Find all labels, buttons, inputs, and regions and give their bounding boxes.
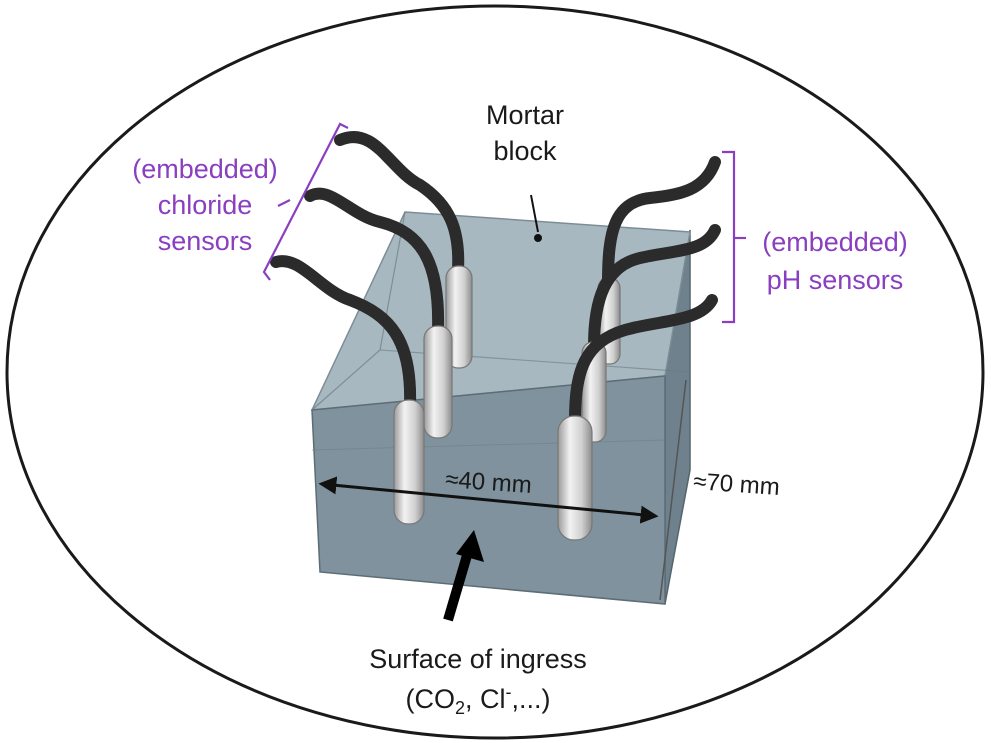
chloride-bracket xyxy=(262,122,349,281)
block-mid-line xyxy=(311,439,666,451)
chloride-sensor-3 xyxy=(393,399,425,525)
surface-label-line2: (CO2, Cl-,...) xyxy=(405,682,550,718)
chloride-cable-3 xyxy=(270,255,417,411)
ph-cable-1 xyxy=(602,156,721,288)
chloride-label-line3: sensors xyxy=(158,226,253,256)
surface-mid: , Cl xyxy=(465,684,506,714)
ph-sensor-3 xyxy=(557,415,593,541)
surface-sub: 2 xyxy=(455,698,465,718)
ph-label-line1: (embedded) xyxy=(762,227,908,257)
mortar-label-line1: Mortar xyxy=(486,100,564,130)
depth-dimension-line xyxy=(659,379,687,601)
mortar-pointer-line xyxy=(530,194,539,233)
mortar-pointer-dot xyxy=(534,234,542,242)
ingress-arrow-head xyxy=(456,530,484,562)
chloride-cable-2 xyxy=(304,187,445,336)
ph-label-line2: pH sensors xyxy=(767,265,904,295)
mortar-label-line2: block xyxy=(493,136,557,166)
chloride-cable-1 xyxy=(334,131,465,276)
chloride-label-line1: (embedded) xyxy=(132,154,278,184)
width-dimension-line xyxy=(318,476,659,524)
surface-sup: - xyxy=(506,682,512,702)
chloride-label-line2: chloride xyxy=(158,190,253,220)
width-dimension-label: ≈40 mm xyxy=(444,466,532,499)
surface-prefix: (CO xyxy=(405,684,455,714)
chloride-bracket-tick xyxy=(277,199,291,207)
ph-cable-3 xyxy=(569,294,718,426)
ingress-arrow-shaft xyxy=(443,550,473,622)
ph-cable-2 xyxy=(588,224,721,352)
surface-suffix: ,...) xyxy=(512,684,551,714)
surface-label-line1: Surface of ingress xyxy=(369,644,587,674)
depth-dimension-label: ≈70 mm xyxy=(692,468,780,501)
chloride-sensor-2 xyxy=(423,325,453,439)
